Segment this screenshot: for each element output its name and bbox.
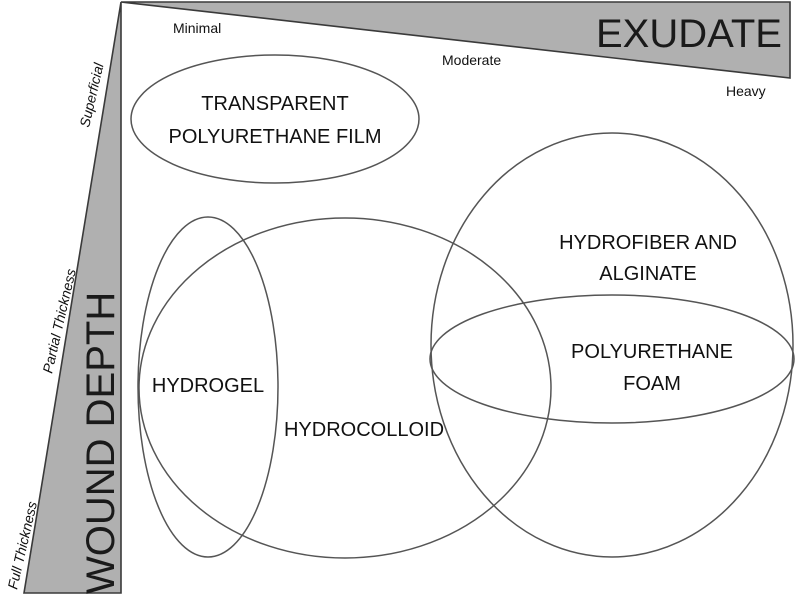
exudate-level-heavy: Heavy — [726, 83, 766, 99]
foam-label-line2: FOAM — [623, 373, 681, 395]
hydrocolloid-label: HYDROCOLLOID — [284, 419, 444, 441]
hydrocolloid-region-ellipse — [138, 217, 552, 559]
hydrofiber-region-ellipse — [430, 132, 794, 558]
exudate-level-minimal: Minimal — [173, 20, 221, 36]
foam-label-line1: POLYURETHANE — [571, 341, 733, 363]
wound-depth-title: WOUND DEPTH — [79, 292, 123, 594]
hydrofiber-label-line2: ALGINATE — [599, 263, 696, 285]
film-label-line2: POLYURETHANE FILM — [169, 126, 382, 148]
hydrogel-region-ellipse — [137, 216, 279, 558]
hydrofiber-label-line1: HYDROFIBER AND — [559, 232, 737, 254]
film-label-line1: TRANSPARENT — [201, 93, 348, 115]
hydrogel-label: HYDROGEL — [152, 375, 264, 397]
exudate-wedge — [120, 1, 791, 79]
foam-region-ellipse — [429, 294, 795, 424]
exudate-level-moderate: Moderate — [442, 52, 501, 68]
film-region-ellipse — [130, 54, 420, 184]
wound-depth-wedge — [23, 1, 122, 594]
exudate-title: EXUDATE — [596, 12, 782, 56]
